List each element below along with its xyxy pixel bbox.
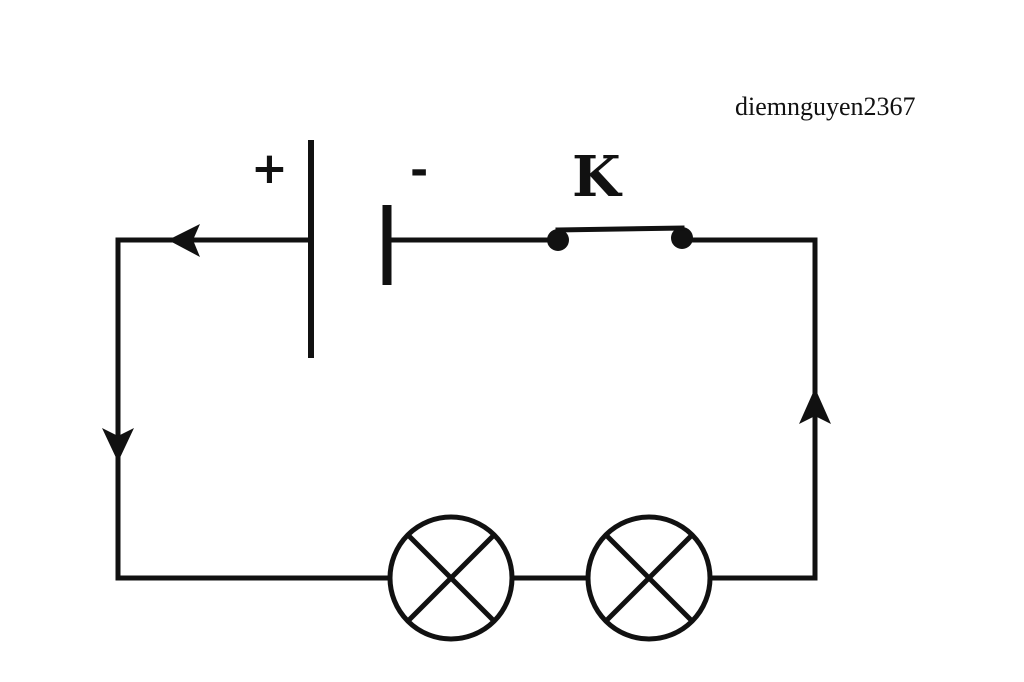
switch-contact-left (547, 229, 569, 251)
switch-contact-right (671, 227, 693, 249)
lamp-2-cross-b (604, 533, 694, 623)
switch-label: K (572, 144, 623, 210)
lamp-1 (387, 514, 515, 642)
arrow-up-icon (799, 388, 831, 424)
lamp-2 (585, 514, 713, 642)
lamp-1-cross-b (406, 533, 496, 623)
arrow-left-icon (168, 224, 200, 257)
battery-minus-label: - (410, 145, 428, 196)
wire-right (679, 237, 818, 581)
watermark-text: diemnguyen2367 (735, 92, 916, 121)
arrow-down-icon (102, 428, 134, 462)
battery-plus-label: + (251, 143, 288, 194)
wire-top-left (115, 237, 393, 581)
switch-blade (555, 225, 685, 233)
